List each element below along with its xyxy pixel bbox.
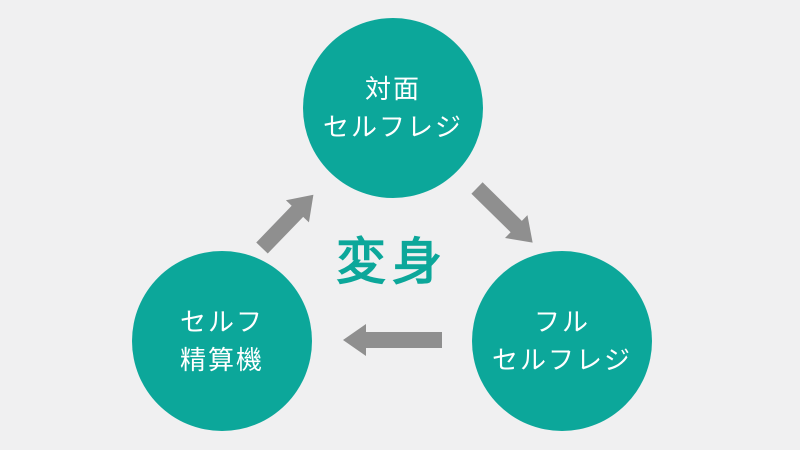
node-label-line: セルフレジ	[322, 112, 463, 142]
node-taimen-self-checkout: 対面 セルフレジ	[303, 18, 483, 198]
arrow-up-right-icon	[256, 194, 314, 254]
node-label-line: セルフレジ	[491, 345, 632, 375]
node-label-line: フル	[533, 307, 590, 337]
node-full-self-checkout: フル セルフレジ	[472, 251, 652, 431]
node-label-line: 精算機	[179, 345, 264, 375]
node-self-payment-machine: セルフ 精算機	[132, 251, 312, 431]
node-label-line: 対面	[364, 74, 421, 104]
node-label-line: セルフ	[179, 307, 264, 337]
center-transformation-label: 変身	[336, 234, 448, 290]
arrow-down-right-icon	[471, 182, 533, 243]
arrow-left-icon	[343, 324, 442, 356]
